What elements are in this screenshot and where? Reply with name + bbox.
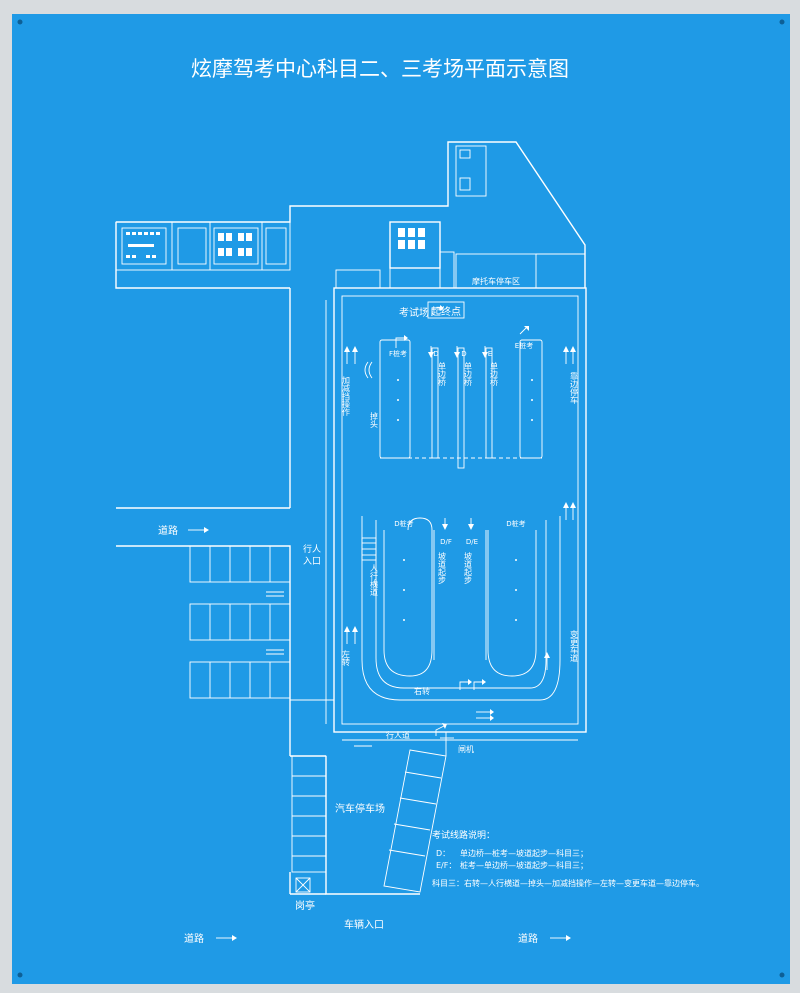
single-bridge-label: 单边桥 (464, 361, 473, 387)
pedestrian-entry-label: 入口 (303, 556, 321, 567)
screw-icon (779, 972, 785, 978)
legend-row-text: 单边桥—桩考—坡道起步—科目三； (460, 848, 588, 858)
booth-icon (295, 877, 311, 893)
arrow-right-icon (550, 935, 571, 941)
exam-field-label: 考试场 (399, 306, 429, 319)
legend-row-key: D： (436, 849, 450, 858)
ramp-start-label: 坡道起步 (438, 551, 447, 585)
screw-icon (779, 19, 785, 25)
route-legend: 考试线路说明： D： 单边桥—桩考—坡道起步—科目三； E/F： 桩考—单边桥—… (432, 829, 704, 888)
page-title: 炫摩驾考中心科目二、三考场平面示意图 (191, 57, 569, 81)
lane-pull-over-label: 靠边停车 (570, 371, 579, 405)
legend-row-key: E/F： (436, 861, 456, 870)
d-pile-right-label: D桩考 (506, 519, 525, 528)
ramp-de-label: D/E (466, 538, 478, 546)
map-labels: 道路 道路 道路 摩托车停车区 考试场 起终点 行人 入口 行人道 闸机 汽车停… (158, 276, 579, 945)
road-label: 道路 (158, 524, 178, 537)
car-parking-label: 汽车停车场 (335, 802, 385, 815)
exam-field (325, 287, 587, 741)
start-end-label: 起终点 (431, 305, 461, 318)
gate-label: 闸机 (458, 744, 474, 754)
screw-icon (17, 972, 23, 978)
lane-change-label: 变更车道 (570, 629, 579, 663)
vehicle-entry-label: 车辆入口 (344, 918, 384, 931)
road-label: 道路 (184, 932, 204, 945)
arrow-right-icon (188, 527, 209, 533)
lane-left-turn-label: 左转 (342, 649, 351, 667)
lane-right-turn-label: 右转 (414, 686, 430, 696)
arrow-right-icon (266, 591, 372, 747)
board-panel (12, 14, 790, 984)
legend-subject3: 科目三：右转—人行横道—掉头—加减挡操作—左转—变更车道—靠边停车。 (432, 878, 704, 888)
pedestrian-entry-label: 行人 (303, 543, 321, 555)
start-end-box (427, 301, 465, 319)
single-bridge-label: 单边桥 (490, 361, 499, 387)
lane-crosswalk-label: 人行横道 (370, 564, 379, 597)
d-pile-left-label: D桩考 (394, 519, 413, 528)
ramp-start-label: 坡道起步 (464, 551, 473, 585)
screw-icon (17, 19, 23, 25)
turn-arrow-icon (364, 305, 529, 736)
lane-uturn-label: 掉头 (370, 411, 379, 429)
lane-reduce-gear-label: 加减挡操作 (342, 375, 351, 417)
pedestrian-path-label: 行人道 (386, 730, 410, 740)
legend-row-text: 桩考—单边桥—坡道起步—科目三； (460, 860, 588, 870)
lane-e-letter: E (488, 350, 492, 358)
lower-area (289, 699, 454, 895)
single-bridge-label: 单边桥 (438, 361, 447, 387)
legend-heading: 考试线路说明： (432, 829, 495, 841)
straight-arrow-icon (344, 346, 576, 670)
lane-d2-letter: D (461, 350, 466, 358)
moto-parking-label: 摩托车停车区 (472, 276, 520, 286)
site-outline (115, 141, 586, 700)
arrow-right-icon (216, 935, 237, 941)
guard-booth-label: 岗亭 (295, 899, 315, 912)
e-pile-label: E桩考 (515, 341, 533, 350)
f-pile-label: F桩考 (389, 349, 407, 358)
arrow-marks (188, 305, 576, 941)
road-label: 道路 (518, 932, 538, 945)
lane-d1-letter: D (433, 350, 438, 358)
ramp-df-label: D/F (440, 538, 452, 546)
